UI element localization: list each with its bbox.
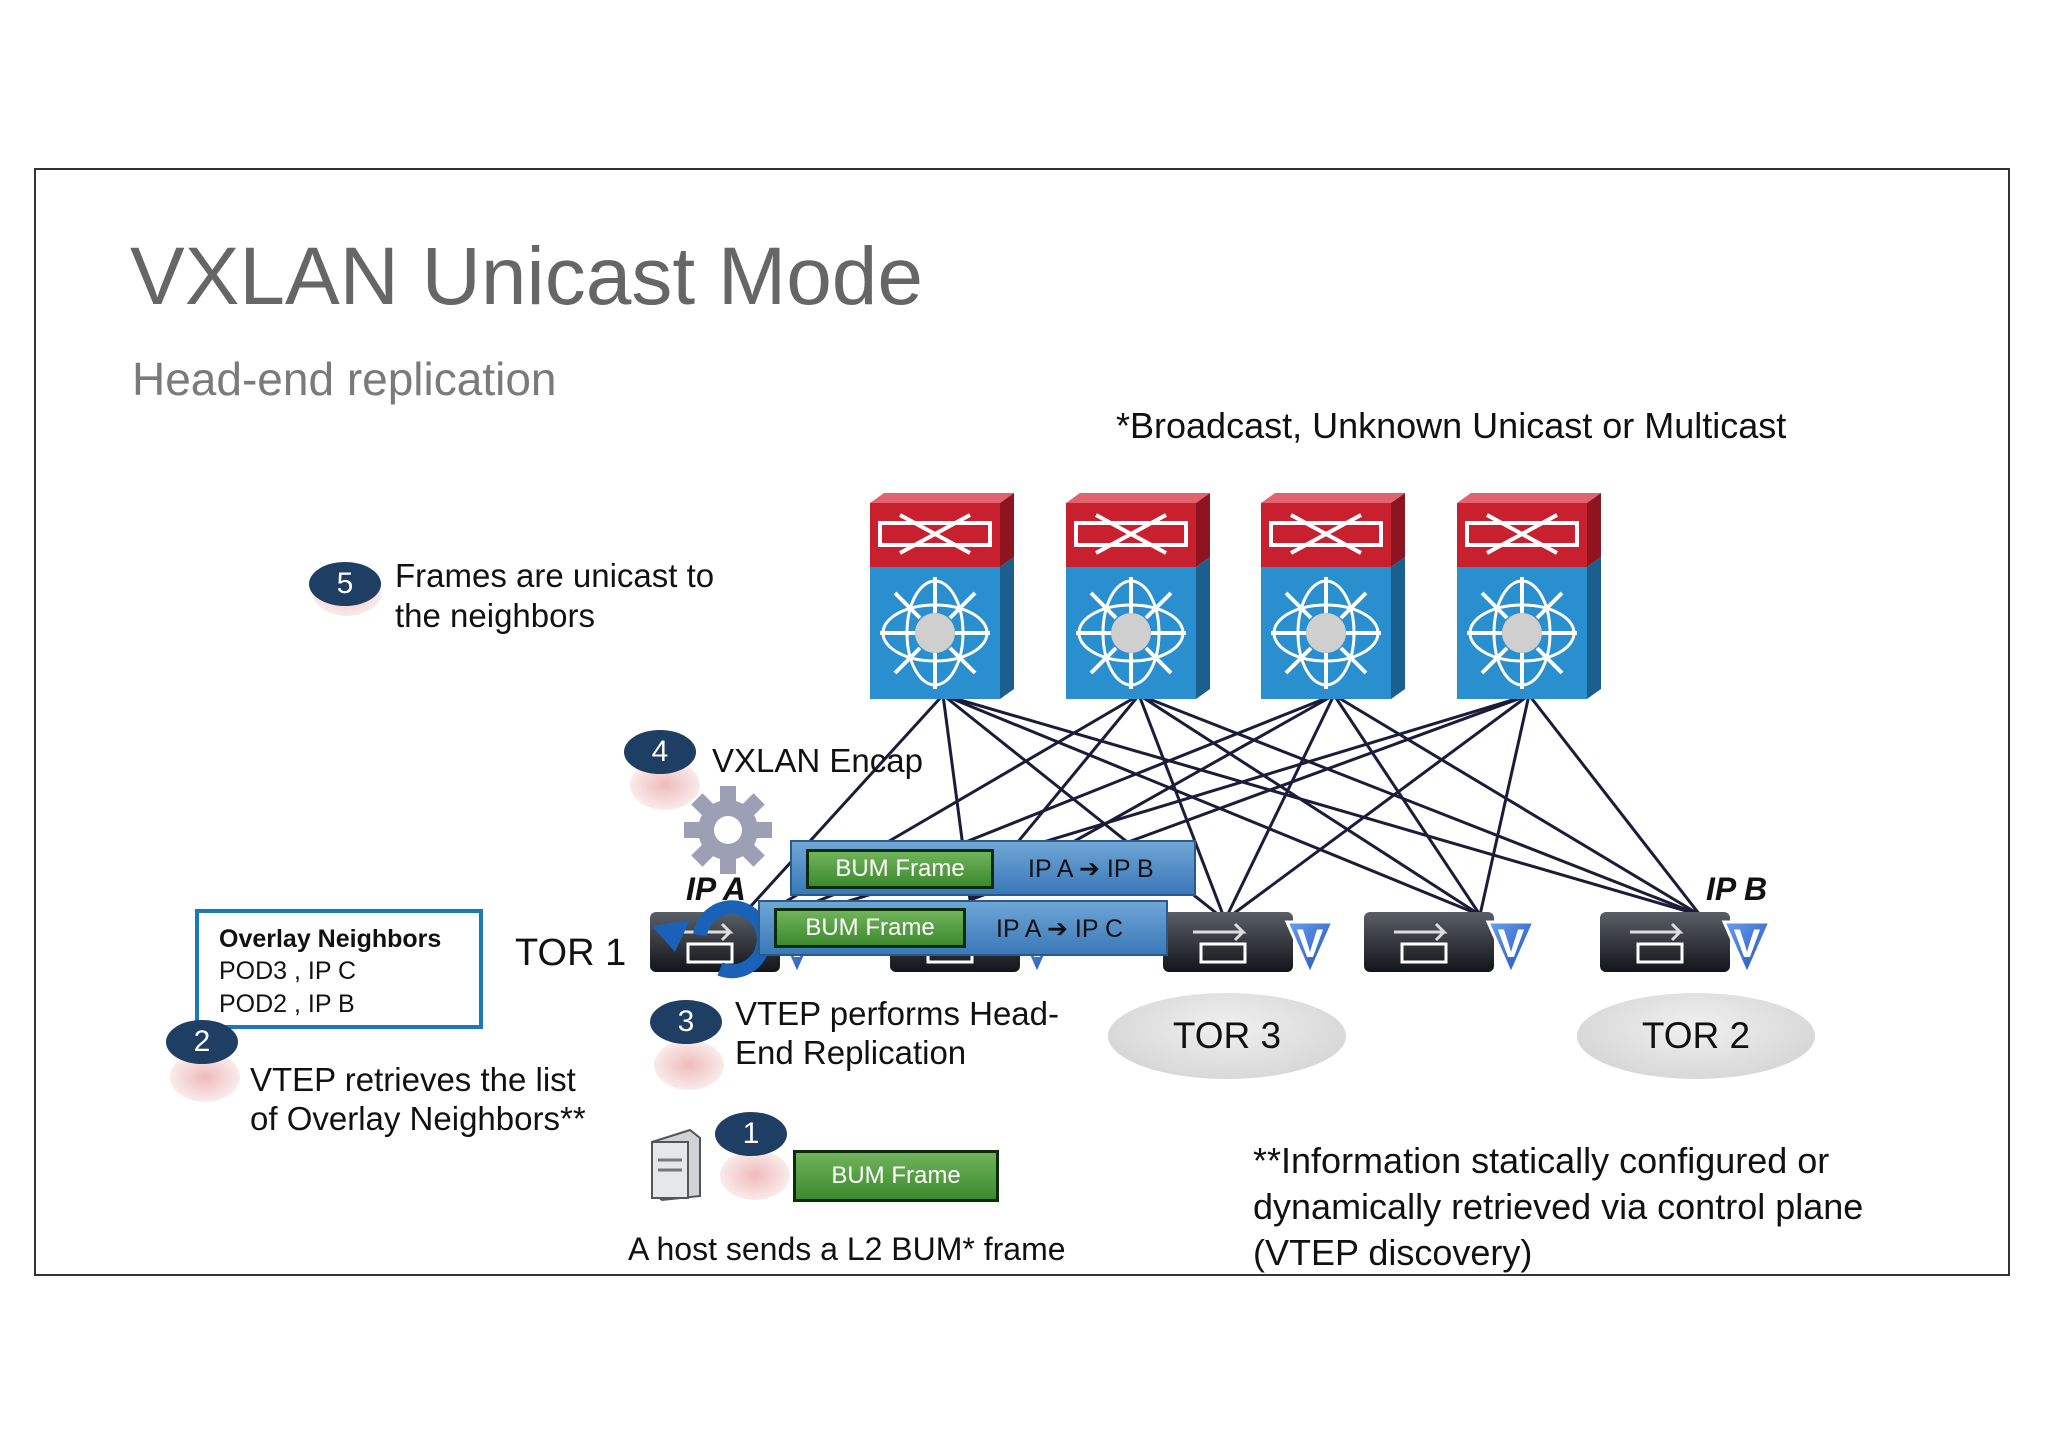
page-subtitle: Head-end replication	[132, 353, 557, 405]
overlay-neighbor-row: POD2 , IP B	[219, 990, 355, 1018]
arrow-icon: ➔	[1046, 915, 1075, 943]
step-5-badge: 5	[309, 562, 381, 606]
packet-dst: IP B	[1106, 855, 1154, 883]
packet-src: IP A	[1028, 855, 1073, 883]
packet-src: IP A	[996, 915, 1041, 943]
step-3-text-line1: VTEP performs Head-	[735, 995, 1060, 1032]
slide-frame	[34, 168, 2010, 1276]
spine-switch-icon	[1259, 491, 1407, 701]
host-bum-frame: BUM Frame	[793, 1150, 999, 1202]
footnote-line2: dynamically retrieved via control plane	[1253, 1186, 1864, 1227]
step-1-badge: 1	[715, 1112, 787, 1156]
overlay-neighbors-table: Overlay Neighbors POD3 , IP C POD2 , IP …	[195, 909, 483, 1029]
ip-a-label: IP A	[686, 871, 746, 907]
step-2-text-line1: VTEP retrieves the list	[250, 1061, 576, 1098]
spine-switch-icon	[1064, 491, 1212, 701]
gear-icon	[684, 786, 772, 874]
packet-ip-c: BUM Frame IP A ➔ IP C	[758, 900, 1168, 956]
leaf-switch-tor2-icon	[1598, 910, 1772, 976]
page-title: VXLAN Unicast Mode	[130, 231, 924, 322]
arrow-icon: ➔	[1078, 855, 1107, 883]
server-icon	[651, 1128, 701, 1202]
overlay-neighbor-row: POD3 , IP C	[219, 957, 357, 985]
footnote-line3: (VTEP discovery)	[1253, 1232, 1533, 1273]
packet-bum-frame: BUM Frame	[806, 849, 994, 889]
step-2-badge: 2	[166, 1020, 238, 1064]
step-1-text: A host sends a L2 BUM* frame	[628, 1231, 1066, 1267]
step-5-text-line2: the neighbors	[395, 597, 595, 634]
leaf-switch-icon	[1362, 910, 1536, 976]
tor1-label: TOR 1	[515, 932, 627, 974]
step-4-text: VXLAN Encap	[712, 742, 923, 779]
tor2-label: TOR 2	[1577, 993, 1815, 1079]
step-3-badge: 3	[650, 1000, 722, 1044]
bum-definition-note: *Broadcast, Unknown Unicast or Multicast	[1116, 405, 1787, 446]
overlay-neighbors-header: Overlay Neighbors	[219, 925, 442, 953]
leaf-switch-tor3-icon	[1161, 910, 1335, 976]
step-3-text-line2: End Replication	[735, 1034, 967, 1071]
packet-dst: IP C	[1074, 915, 1124, 943]
step-4-badge: 4	[624, 730, 696, 774]
packet-ip-b: BUM Frame IP A ➔ IP B	[790, 840, 1196, 896]
spine-switch-icon	[868, 491, 1016, 701]
step-5-text-line1: Frames are unicast to	[395, 557, 715, 594]
packet-bum-frame: BUM Frame	[774, 908, 966, 948]
step-2-text-line2: of Overlay Neighbors**	[250, 1100, 586, 1137]
spine-switch-icon	[1455, 491, 1603, 701]
ip-b-label: IP B	[1706, 871, 1768, 907]
footnote-line1: **Information statically configured or	[1253, 1140, 1830, 1181]
tor3-label: TOR 3	[1108, 993, 1346, 1079]
